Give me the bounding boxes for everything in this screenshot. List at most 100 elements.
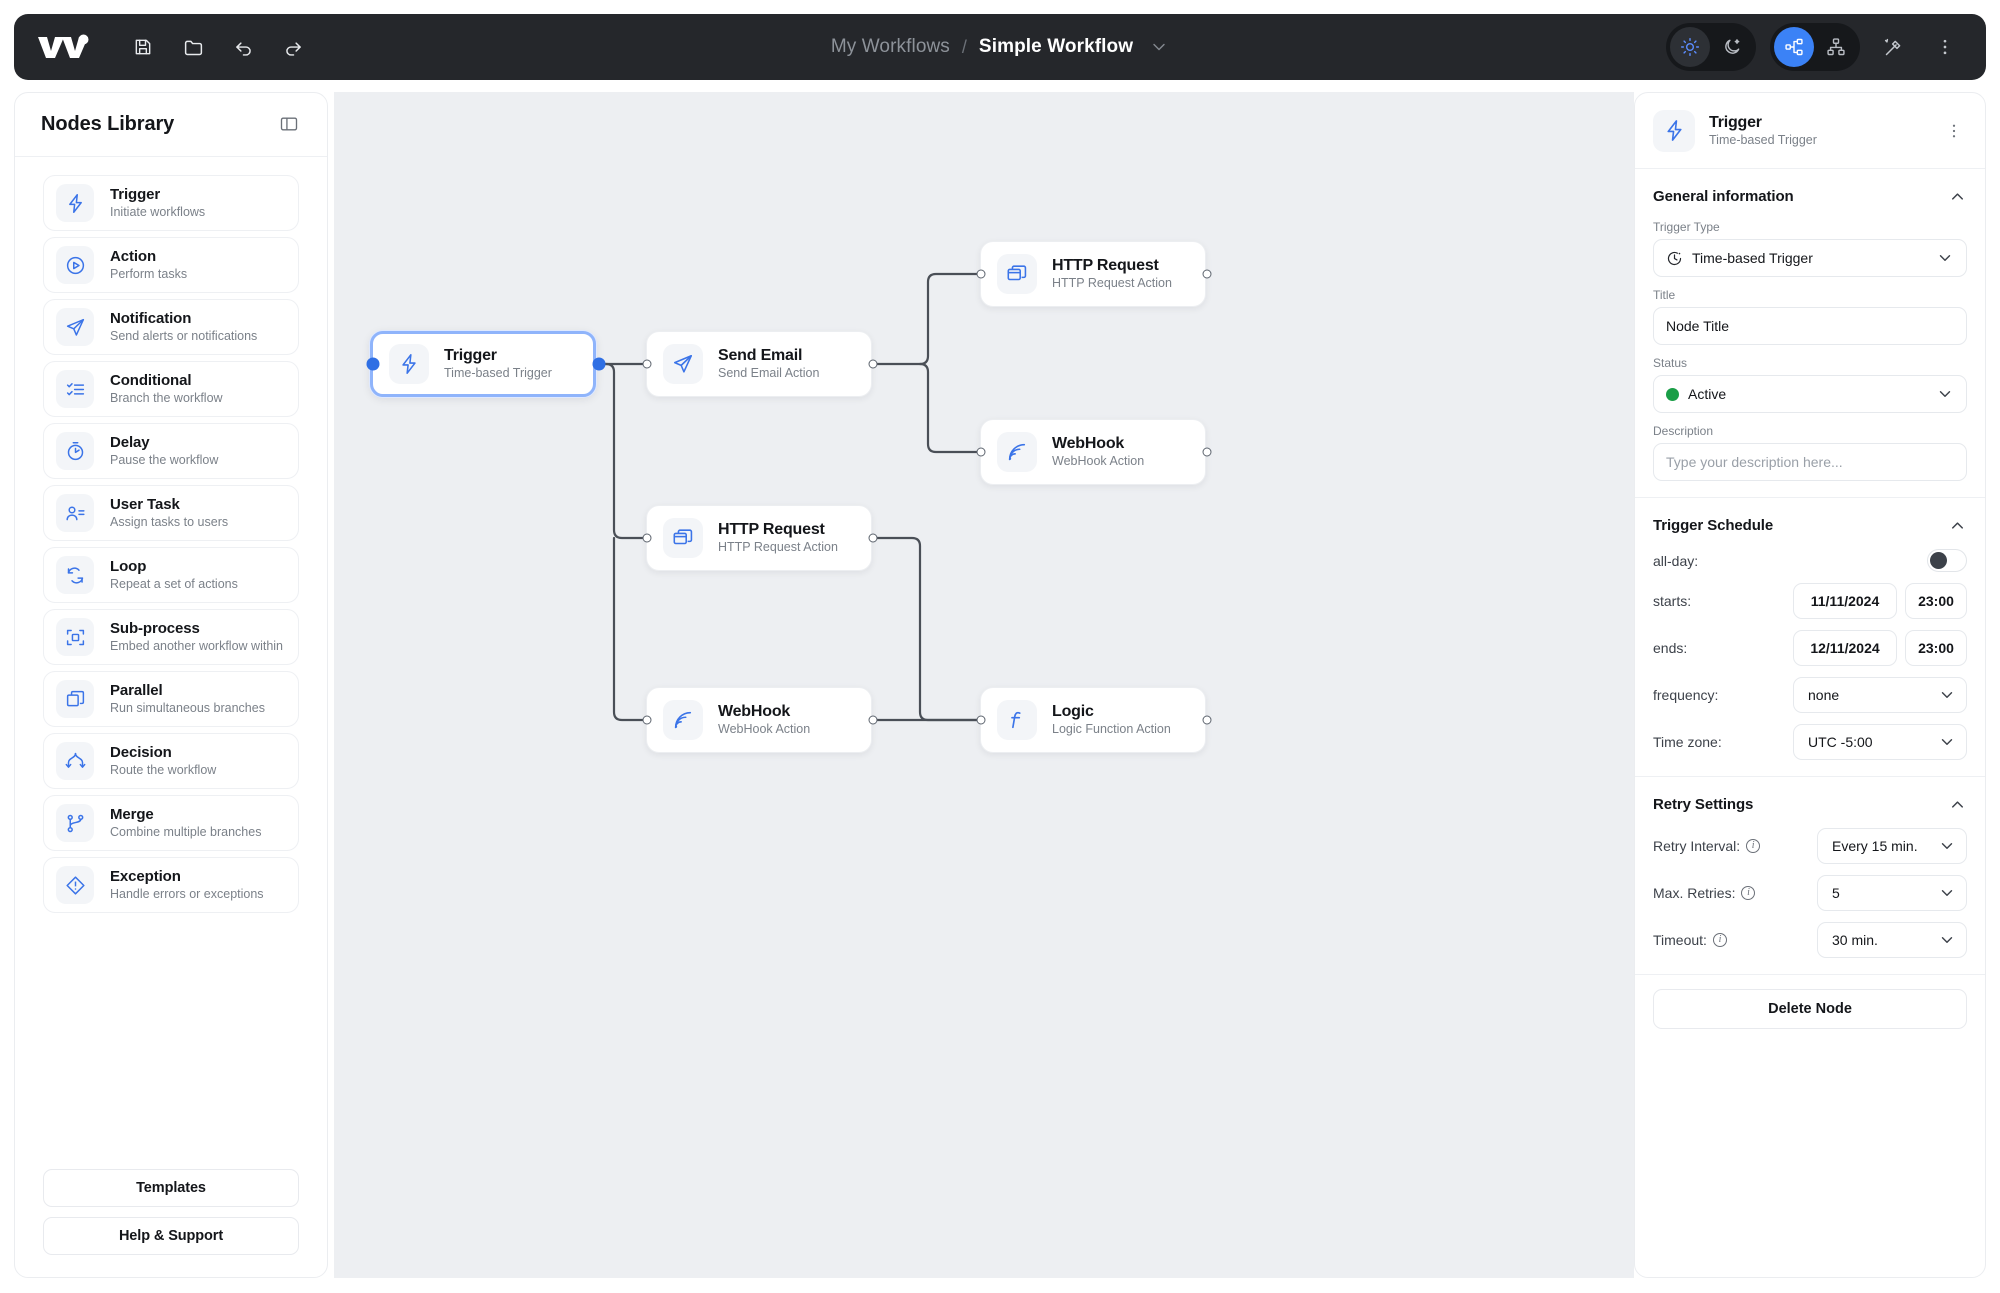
more-options-icon[interactable] xyxy=(1926,28,1964,66)
node-output-port[interactable] xyxy=(868,533,878,543)
chevron-down-icon[interactable] xyxy=(1936,249,1954,267)
breadcrumb-root[interactable]: My Workflows xyxy=(830,36,950,57)
sidebar-item-label: Parallel xyxy=(110,682,163,700)
dark-theme-icon[interactable] xyxy=(1712,27,1752,67)
timeout-select[interactable]: 30 min. xyxy=(1817,922,1967,958)
node-output-port[interactable] xyxy=(592,357,606,371)
timeout-row: Timeout: i 30 min. xyxy=(1653,922,1967,958)
workflow-canvas[interactable]: Trigger Time-based Trigger Send Email Se… xyxy=(334,92,1634,1278)
all-day-row: all-day: xyxy=(1653,549,1967,572)
trigger-type-value: Time-based Trigger xyxy=(1692,250,1813,266)
ends-date-input[interactable]: 12/11/2024 xyxy=(1793,630,1897,666)
open-folder-icon[interactable] xyxy=(180,34,206,60)
node-input-port[interactable] xyxy=(976,269,986,279)
help-support-button[interactable]: Help & Support xyxy=(43,1217,299,1255)
node-output-port[interactable] xyxy=(868,715,878,725)
node-output-port[interactable] xyxy=(1202,447,1212,457)
node-output-port[interactable] xyxy=(868,359,878,369)
sidebar-item-loop[interactable]: Loop Repeat a set of actions xyxy=(43,547,299,603)
info-icon[interactable]: i xyxy=(1741,886,1756,900)
redo-icon[interactable] xyxy=(280,34,306,60)
node-output-port[interactable] xyxy=(1202,715,1212,725)
max-retries-select[interactable]: 5 xyxy=(1817,875,1967,911)
canvas-node-webhook-bottom[interactable]: WebHook WebHook Action xyxy=(642,687,878,753)
node-subtitle: WebHook Action xyxy=(1052,454,1145,469)
delete-node-button[interactable]: Delete Node xyxy=(1653,989,1967,1029)
retry-interval-select[interactable]: Every 15 min. xyxy=(1817,828,1967,864)
info-icon[interactable]: i xyxy=(1746,839,1761,853)
node-input-port[interactable] xyxy=(642,533,652,543)
node-input-port[interactable] xyxy=(976,715,986,725)
status-select[interactable]: Active xyxy=(1653,375,1967,413)
ends-time-input[interactable]: 23:00 xyxy=(1905,630,1967,666)
canvas-node-logic[interactable]: Logic Logic Function Action xyxy=(976,687,1212,753)
section-title: General information xyxy=(1653,188,1794,205)
all-day-toggle[interactable] xyxy=(1927,549,1967,572)
node-input-port[interactable] xyxy=(642,715,652,725)
description-input[interactable]: Type your description here... xyxy=(1653,443,1967,481)
sidebar-item-trigger[interactable]: Trigger Initiate workflows xyxy=(43,175,299,231)
node-input-port[interactable] xyxy=(642,359,652,369)
light-theme-icon[interactable] xyxy=(1670,27,1710,67)
sidebar-item-user-task[interactable]: User Task Assign tasks to users xyxy=(43,485,299,541)
node-input-port[interactable] xyxy=(366,357,380,371)
collapse-panel-icon[interactable] xyxy=(279,114,301,136)
general-information-header[interactable]: General information xyxy=(1653,187,1967,206)
chevron-down-icon[interactable] xyxy=(1938,733,1956,751)
sidebar-item-exception[interactable]: Exception Handle errors or exceptions xyxy=(43,857,299,913)
function-icon xyxy=(997,700,1037,740)
more-options-icon[interactable] xyxy=(1941,118,1967,144)
workflow-logo[interactable] xyxy=(36,32,94,62)
chevron-up-icon[interactable] xyxy=(1948,795,1967,814)
node-output-port[interactable] xyxy=(1202,269,1212,279)
frequency-select[interactable]: none xyxy=(1793,677,1967,713)
starts-date-input[interactable]: 11/11/2024 xyxy=(1793,583,1897,619)
magic-wand-icon[interactable] xyxy=(1874,28,1912,66)
chevron-down-icon[interactable] xyxy=(1938,686,1956,704)
chevron-up-icon[interactable] xyxy=(1948,187,1967,206)
retry-settings-header[interactable]: Retry Settings xyxy=(1653,795,1967,814)
info-icon[interactable]: i xyxy=(1712,933,1727,947)
canvas-node-http-request-top[interactable]: HTTP Request HTTP Request Action xyxy=(976,241,1212,307)
starts-time-input[interactable]: 23:00 xyxy=(1905,583,1967,619)
horizontal-layout-icon[interactable] xyxy=(1774,27,1814,67)
templates-button[interactable]: Templates xyxy=(43,1169,299,1207)
timezone-select[interactable]: UTC -5:00 xyxy=(1793,724,1967,760)
loop-icon xyxy=(56,556,94,594)
sidebar-item-action[interactable]: Action Perform tasks xyxy=(43,237,299,293)
canvas-node-http-request-bottom[interactable]: HTTP Request HTTP Request Action xyxy=(642,505,878,571)
canvas-node-trigger[interactable]: Trigger Time-based Trigger xyxy=(366,331,606,397)
chevron-down-icon[interactable] xyxy=(1936,385,1954,403)
sidebar-item-sub-process[interactable]: Sub-process Embed another workflow withi… xyxy=(43,609,299,665)
sidebar-item-decision[interactable]: Decision Route the workflow xyxy=(43,733,299,789)
max-retries-row: Max. Retries: i 5 xyxy=(1653,875,1967,911)
canvas-node-send-email[interactable]: Send Email Send Email Action xyxy=(642,331,878,397)
save-icon[interactable] xyxy=(130,34,156,60)
trigger-schedule-header[interactable]: Trigger Schedule xyxy=(1653,516,1967,535)
undo-icon[interactable] xyxy=(230,34,256,60)
title-input[interactable]: Node Title xyxy=(1653,307,1967,345)
canvas-node-webhook-top[interactable]: WebHook WebHook Action xyxy=(976,419,1212,485)
chevron-up-icon[interactable] xyxy=(1948,516,1967,535)
chevron-down-icon[interactable] xyxy=(1149,37,1169,57)
node-title: Trigger xyxy=(444,346,497,364)
sidebar-item-conditional[interactable]: Conditional Branch the workflow xyxy=(43,361,299,417)
sidebar-item-desc: Send alerts or notifications xyxy=(110,328,258,343)
chevron-down-icon[interactable] xyxy=(1938,931,1956,949)
max-retries-label: Max. Retries: xyxy=(1653,885,1736,901)
chevron-down-icon[interactable] xyxy=(1938,837,1956,855)
sidebar-item-merge[interactable]: Merge Combine multiple branches xyxy=(43,795,299,851)
trigger-type-field: Trigger Type Time-based Trigger xyxy=(1653,220,1967,277)
sidebar-item-delay[interactable]: Delay Pause the workflow xyxy=(43,423,299,479)
general-information-section: General information Trigger Type Time-ba… xyxy=(1635,169,1985,498)
node-input-port[interactable] xyxy=(976,447,986,457)
vertical-layout-icon[interactable] xyxy=(1816,27,1856,67)
play-circle-icon xyxy=(56,246,94,284)
sidebar-item-notification[interactable]: Notification Send alerts or notification… xyxy=(43,299,299,355)
ends-label: ends: xyxy=(1653,640,1688,656)
chevron-down-icon[interactable] xyxy=(1938,884,1956,902)
timezone-label: Time zone: xyxy=(1653,734,1722,750)
top-toolbar: My Workflows / Simple Workflow xyxy=(14,14,1986,80)
trigger-type-select[interactable]: Time-based Trigger xyxy=(1653,239,1967,277)
sidebar-item-parallel[interactable]: Parallel Run simultaneous branches xyxy=(43,671,299,727)
